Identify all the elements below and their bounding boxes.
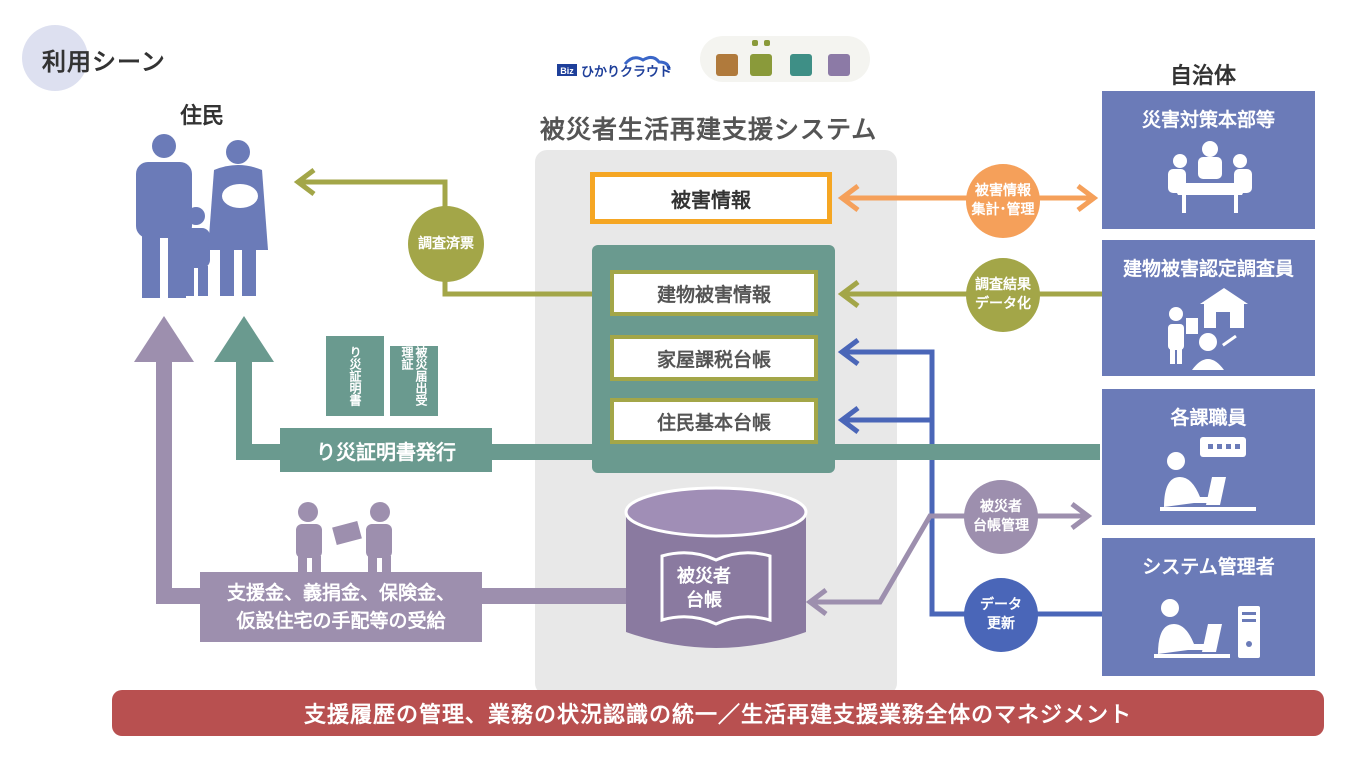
victim-ledger-line [810, 513, 1086, 605]
support-line1: 支援金、義捐金、保険金、 [226, 582, 455, 604]
gov-card-title: 各課職員 [1170, 407, 1247, 429]
arrowhead [837, 280, 860, 308]
logo-dot [752, 40, 758, 46]
arrowhead [1076, 184, 1099, 212]
gov-card-title: 災害対策本部等 [1141, 109, 1275, 131]
management-banner: 支援履歴の管理、業務の状況認識の統一／生活再建支援業務全体のマネジメント [112, 690, 1324, 736]
circle-line: データ化 [975, 296, 1031, 312]
municipality-label: 自治体 [1170, 64, 1237, 89]
gov-card-hq: 災害対策本部等 [1102, 91, 1315, 229]
arrowhead [837, 406, 860, 434]
survey-data-circle: 調査結果データ化 [966, 258, 1040, 332]
ledger-cylinder-body [626, 512, 806, 648]
support-band [482, 588, 632, 604]
arrowhead [805, 588, 828, 616]
handover-people-icon [296, 502, 392, 574]
logo-square [828, 54, 850, 76]
book-icon [660, 551, 772, 626]
baby-icon [222, 184, 258, 208]
resident-registry-box: 住民基本台帳 [610, 398, 818, 444]
cert-issue-label: り災証明書発行 [280, 428, 492, 472]
gov-card-inspector: 建物被害認定調査員 [1102, 240, 1315, 376]
inspector-icon [1168, 288, 1248, 370]
logo-square [790, 54, 812, 76]
support-band [156, 588, 206, 604]
scene-label: 利用シーン [42, 48, 166, 76]
circle-line: 台帳管理 [973, 518, 1029, 534]
cert-arrowhead [214, 316, 274, 362]
building-damage-box: 建物被害情報 [610, 270, 818, 316]
damage-receipt-document: 被災届出受理証 [390, 346, 438, 416]
support-line2: 仮設住宅の手配等の受給 [236, 610, 446, 632]
data-update-circle: データ更新 [964, 578, 1038, 652]
residents-label: 住民 [180, 104, 225, 129]
gov-card-title: システム管理者 [1142, 556, 1275, 578]
system-admin-icon [1154, 599, 1260, 658]
cert-issue-band [236, 444, 286, 460]
logo-square [750, 54, 772, 76]
meeting-icon [1168, 141, 1252, 213]
logo-square [716, 54, 738, 76]
damage-info-box: 被害情報 [590, 172, 832, 224]
ledger-line2: 台帳 [686, 590, 722, 611]
hikari-cloud-logo: Biz ひかりクラウド [555, 52, 673, 82]
arrowhead [293, 168, 316, 196]
family-icon [136, 134, 268, 298]
arrowhead [837, 184, 860, 212]
system-title: 被災者生活再建支援システム [540, 115, 878, 144]
circle-line: 被害情報 [975, 183, 1031, 199]
disaster-cert-document: り災証明書 [326, 336, 384, 416]
cert-issue-band [236, 360, 252, 460]
logo-biz-text: Biz [560, 66, 574, 76]
support-receipt-label: 支援金、義捐金、保険金、 仮設住宅の手配等の受給 [200, 572, 482, 642]
gov-card-title: 建物被害認定調査員 [1122, 258, 1294, 280]
logo-text: ひかりクラウド [581, 65, 672, 80]
surveyed-circle: 調査済票 [408, 206, 484, 282]
circle-line: 更新 [987, 616, 1015, 632]
victim-ledger-label: 被災者 台帳 [662, 565, 746, 613]
arrowhead [837, 338, 860, 366]
office-worker-icon [1160, 437, 1256, 511]
data-update-line [842, 349, 1102, 617]
support-band [156, 360, 172, 604]
arrowhead [1070, 502, 1093, 530]
scene-badge-circle [22, 25, 88, 91]
circle-line: 集計･管理 [971, 202, 1035, 218]
damage-agg-circle: 被害情報集計･管理 [966, 164, 1040, 238]
support-arrowhead [134, 316, 194, 362]
gov-card-staff: 各課職員 [1102, 389, 1315, 525]
gov-card-admin: システム管理者 [1102, 538, 1315, 676]
ledger-cylinder-top [624, 486, 808, 538]
victim-ledger-circle: 被災者台帳管理 [964, 480, 1038, 554]
ledger-line1: 被災者 [677, 566, 731, 587]
logo-dot [764, 40, 770, 46]
circle-line: 調査結果 [975, 277, 1031, 293]
circle-line: 被災者 [980, 499, 1022, 515]
circle-line: データ [980, 597, 1022, 613]
house-tax-box: 家屋課税台帳 [610, 335, 818, 381]
